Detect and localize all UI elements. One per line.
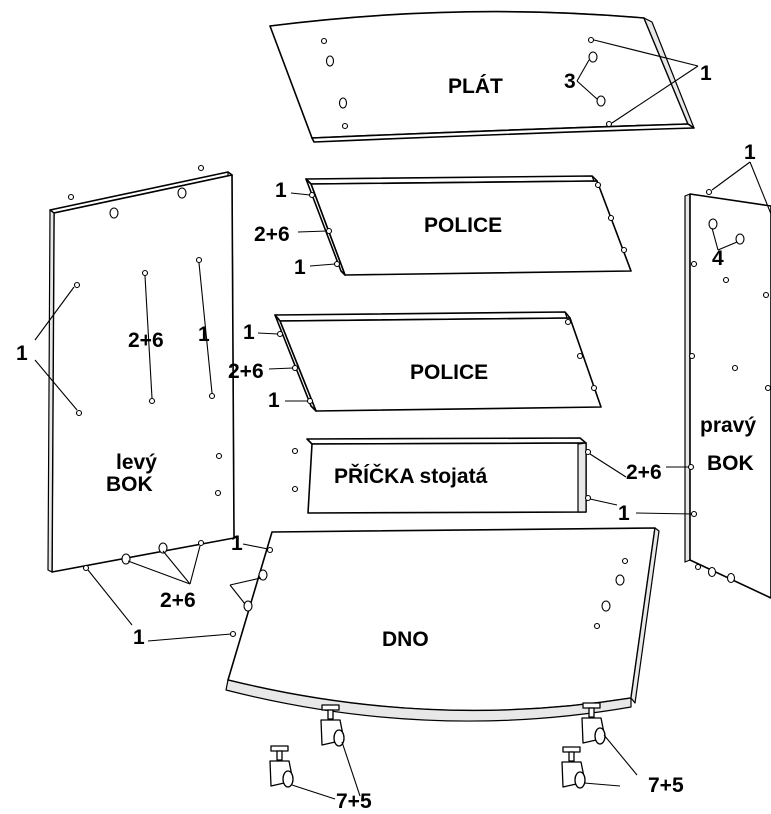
callout-1-upper-shelf-a: 1 [275,179,287,202]
bottom-panel: 1 2+6 1 DNO [87,527,660,722]
callout-2-6-divider: 2+6 [626,461,662,484]
left-side-panel: 1 2+6 1 levý BOK [16,164,235,573]
lower-shelf-label: POLICE [410,361,488,384]
upper-shelf-label: POLICE [424,214,502,237]
callout-7-5-right: 7+5 [648,774,684,797]
caster-callouts: 7+5 7+5 [291,734,684,813]
lower-shelf: 1 2+6 1 POLICE [228,311,602,412]
right-side-panel: 1 4 pravý BOK [635,141,771,599]
callout-3-top: 3 [564,70,576,93]
callout-2-6-bottom: 2+6 [160,589,196,612]
upper-shelf: 1 2+6 1 POLICE [254,175,632,279]
callout-1-right-top: 1 [744,141,756,164]
right-side-label-line2: BOK [707,452,754,475]
left-side-label-line2: BOK [106,473,153,496]
callout-4-right: 4 [712,247,724,270]
callout-1-left-edge: 1 [16,342,28,365]
bottom-panel-label: DNO [382,628,429,651]
callout-1-upper-shelf-b: 1 [294,256,306,279]
callout-2-6-upper-shelf: 2+6 [254,223,290,246]
callout-2-6-left: 2+6 [128,329,164,352]
right-side-label-line1: pravý [700,414,756,437]
left-side-label-line1: levý [116,451,157,474]
top-panel-label: PLÁT [448,75,503,98]
callout-1-bottom-left: 1 [133,626,145,649]
callout-1-divider: 1 [618,502,630,525]
caster-left-upper [320,704,345,747]
caster-left-lower [269,745,294,788]
callout-1-top: 1 [700,62,712,85]
divider-panel: PŘÍČKA stojatá 2+6 1 [291,437,662,525]
top-panel: PLÁT 1 3 [269,10,712,143]
callout-1-lower-shelf-a: 1 [243,321,255,344]
callout-7-5-left: 7+5 [336,790,372,813]
caster-right-lower [561,746,586,789]
divider-label: PŘÍČKA stojatá [334,464,488,488]
callout-2-6-lower-shelf: 2+6 [228,360,264,383]
callout-1-left-inner: 1 [198,323,210,346]
callout-1-lower-shelf-b: 1 [268,389,280,412]
callout-1-bottom-top: 1 [231,532,243,555]
